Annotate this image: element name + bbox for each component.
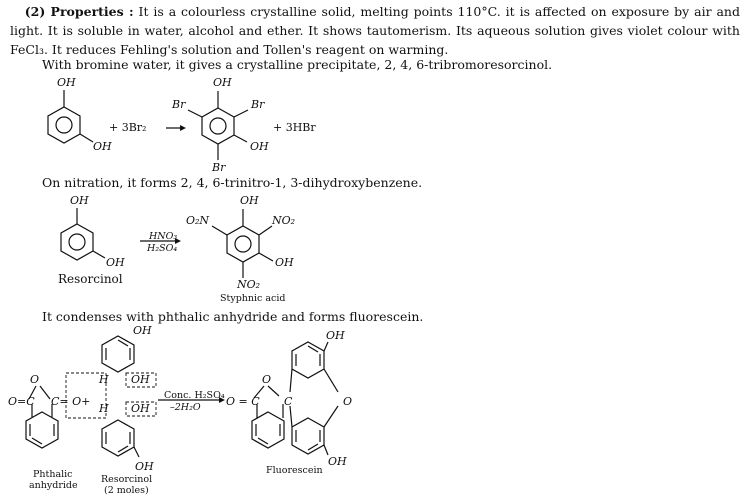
bromine-oh-right: OH [250,140,269,153]
nitration-sentence: On nitration, it forms 2, 4, 6-trinitro-… [42,175,423,190]
phthalic-oh-mid: OH [131,373,150,386]
nitration-oh-top-left: OH [70,194,89,207]
phthalic-o-prod-top: O [262,373,272,386]
nitration-oh-right: OH [275,256,294,269]
bromine-oh-top-right: OH [213,76,232,89]
bromine-oh-left: OH [93,140,112,153]
bromine-arrow [166,125,186,131]
resorcinol-upper-ring [101,335,135,373]
phthalic-h-top: H [99,373,109,386]
phthalic-reagent-bottom: –2H₂O [170,402,201,413]
bromine-reagent: + 3Br₂ [109,121,147,134]
nitration-arrow [140,238,181,244]
properties-text: It is a colourless crystalline solid, me… [10,4,740,57]
styphnic-acid-ring [211,209,274,278]
tribromoresorcinol-ring [187,91,249,160]
phthalic-oh-bot: OH [131,402,150,415]
phthalic-name-anhydride: anhydride [29,480,78,491]
bromine-byproduct: + 3HBr [273,121,316,134]
bromine-oh-top-left: OH [57,76,76,89]
properties-heading: (2) Properties : [24,4,134,19]
phthalic-o-prod-c: C [284,395,293,408]
phthalic-oh-bottom: OH [135,460,154,473]
phthalic-o-prod-right: O [343,395,353,408]
condensation-dashed-box [65,372,157,419]
bromine-br-left: Br [172,98,186,111]
phthalic-o-arrow: O = C [226,395,260,408]
nitration-no2-right: NO₂ [272,214,296,227]
nitration-no2-bottom: NO₂ [237,278,261,291]
bromine-br-right: Br [251,98,265,111]
phthalic-sentence: It condenses with phthalic anhydride and… [42,309,424,324]
nitration-reagent-top: HNO₃ [149,231,178,242]
phthalic-name-resorcinol-moles: (2 moles) [104,485,149,496]
properties-paragraph: (2) Properties : It is a colourless crys… [10,2,740,59]
phthalic-oh-product: OH [328,455,347,468]
phthalic-name-phthalic: Phthalic [33,469,73,480]
phthalic-reagent-top: Conc. H₂SO₄ [164,390,225,401]
phthalic-oh-top-right: OH [326,329,345,342]
phthalic-anhydride-structure [25,385,59,449]
phthalic-name-resorcinol: Resorcinol [101,474,153,485]
phthalic-h-bot: H [99,402,109,415]
phthalic-oh-top: OH [133,324,152,337]
phthalic-name-fluorescein: Fluorescein [266,465,323,476]
nitration-name-styphnic: Styphnic acid [220,293,286,304]
nitration-name-resorcinol: Resorcinol [58,272,123,286]
condensation-arrow [158,397,225,403]
resorcinol-lower-ring [101,419,140,458]
nitration-no2-left: O₂N [186,214,210,227]
bromine-resorcinol-ring [47,90,94,144]
nitration-resorcinol-ring [60,208,106,261]
fluorescein-structure [251,341,339,456]
phthalic-c-o-plus: C= O+ [51,395,91,408]
nitration-oh-left: OH [106,256,125,269]
phthalic-o-c-left: O=C [8,395,35,408]
bromine-sentence: With bromine water, it gives a crystalli… [42,57,553,72]
nitration-reagent-bottom: H₂SO₄ [147,243,178,254]
nitration-oh-top-right: OH [240,194,259,207]
bromine-br-bottom: Br [212,161,226,174]
phthalic-o-left: O [30,373,40,386]
